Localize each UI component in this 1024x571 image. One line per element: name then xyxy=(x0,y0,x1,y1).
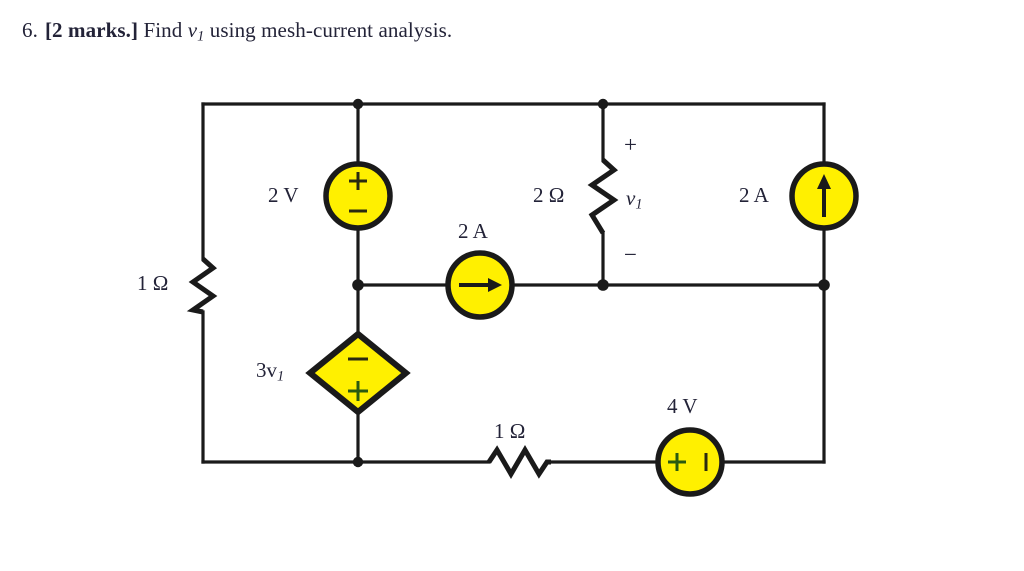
label-2ohm-polarity-minus: − xyxy=(624,242,637,267)
question-prompt: 6.[2 marks.] Find v1 using mesh-current … xyxy=(22,18,452,46)
wire-group xyxy=(201,102,826,464)
label-source-2v: 2 V xyxy=(268,183,299,207)
resistor-2ohm xyxy=(587,158,619,235)
source-dependent-3v1[interactable] xyxy=(305,330,411,416)
label-2ohm-polarity-plus: + xyxy=(624,132,637,157)
label-dep-sub: 1 xyxy=(277,368,285,385)
resistor-1ohm-left xyxy=(186,257,218,315)
source-4v-plus-sign xyxy=(668,453,686,471)
resistor-1ohm-bottom xyxy=(486,445,551,479)
question-text-after: using mesh-current analysis. xyxy=(209,18,453,42)
junction-dot-group xyxy=(352,98,830,468)
junction-dot-mid-right xyxy=(818,279,830,291)
source-2v-plus-sign xyxy=(349,172,367,190)
junction-dot-mid-2ohm xyxy=(597,279,609,291)
label-voltage-v1: v1 xyxy=(626,188,642,212)
source-4v[interactable] xyxy=(655,427,725,497)
question-number: 6. xyxy=(22,18,38,42)
source-2v[interactable] xyxy=(323,161,393,231)
resistor-1ohm-left-zigzag xyxy=(186,257,218,315)
label-dep-variable: v xyxy=(266,358,278,382)
question-variable: v1 xyxy=(187,18,205,45)
resistor-2ohm-zigzag xyxy=(587,158,619,235)
label-v1-sub: 1 xyxy=(635,196,643,213)
label-resistor-1ohm-left: 1 Ω xyxy=(137,271,169,295)
question-marks: [2 marks.] xyxy=(44,18,139,42)
question-text-before: Find xyxy=(143,18,183,42)
source-2a-right[interactable] xyxy=(789,161,859,231)
source-4v-body[interactable] xyxy=(655,427,725,497)
label-dep-coefficient: 3 xyxy=(256,358,267,382)
junction-dot-top-2ohm xyxy=(597,98,609,110)
junction-dot-mid-left xyxy=(352,279,364,291)
label-source-4v: 4 V xyxy=(667,394,698,418)
source-dependent-3v1-body[interactable] xyxy=(305,330,411,416)
label-source-2a-right: 2 A xyxy=(739,183,769,207)
junction-dot-top-mid xyxy=(352,98,364,110)
source-2a-right-arrow-up-icon xyxy=(817,174,831,217)
source-2a-middle-arrow-right-icon xyxy=(459,278,502,292)
label-source-dependent-3v1: 3v1 xyxy=(256,360,284,384)
source-2v-body[interactable] xyxy=(323,161,393,231)
resistor-1ohm-bottom-zigzag xyxy=(486,445,551,479)
label-resistor-1ohm-bottom: 1 Ω xyxy=(494,419,526,443)
label-v1-variable: v xyxy=(626,186,636,210)
source-2a-middle[interactable] xyxy=(445,250,515,320)
label-source-2a-middle: 2 A xyxy=(458,219,488,243)
source-dependent-3v1-plus-sign xyxy=(348,381,368,401)
junction-dot-bottom-mid xyxy=(352,456,364,468)
label-resistor-2ohm: 2 Ω xyxy=(533,183,565,207)
